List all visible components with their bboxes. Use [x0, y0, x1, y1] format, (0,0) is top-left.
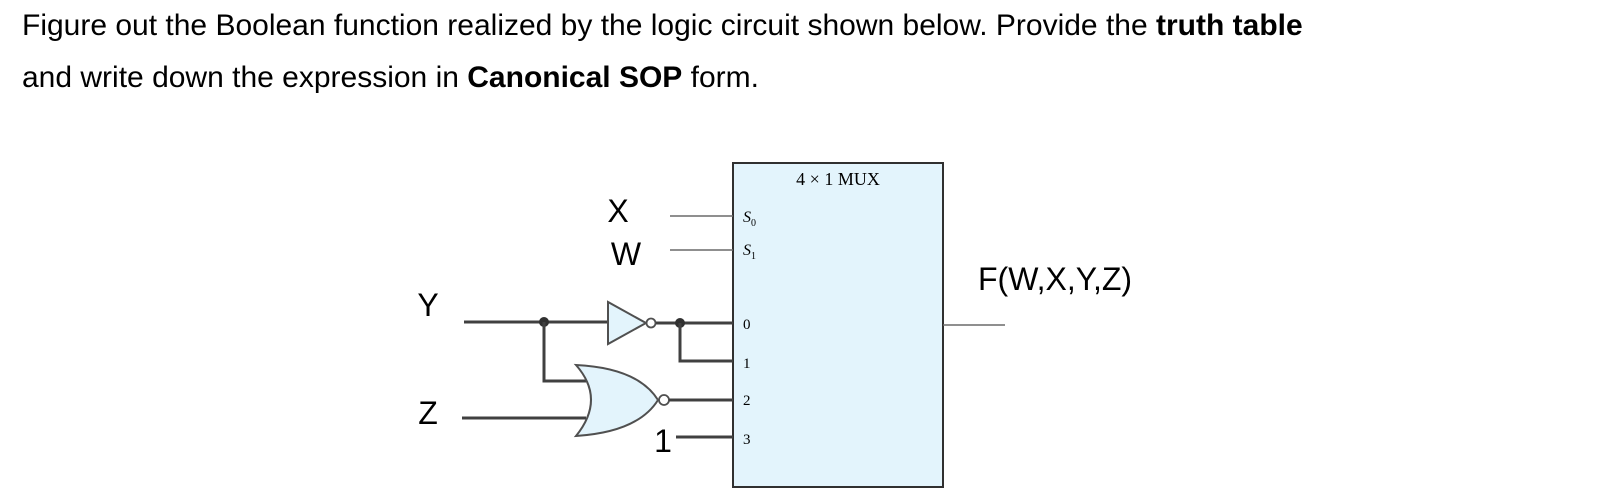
- canonical-sop-emphasis: Canonical SOP: [467, 61, 683, 94]
- select-s0-subscript: 0: [751, 218, 756, 229]
- select-s1-subscript: 1: [751, 251, 756, 262]
- not-gate: [607, 300, 649, 346]
- truth-table-emphasis: truth table: [1156, 9, 1303, 42]
- mux-box: [732, 162, 944, 488]
- signal-y-label: Y: [417, 287, 438, 323]
- mux-input-2-label: 2: [743, 393, 751, 409]
- question-line1-text: Figure out the Boolean function realized…: [22, 9, 1156, 42]
- select-s1-label: S1: [743, 242, 756, 262]
- select-s0-label: S0: [743, 209, 756, 229]
- mux-input-3-label: 3: [743, 432, 751, 448]
- select-s0-letter: S: [743, 209, 751, 226]
- signal-x-label: X: [607, 193, 628, 229]
- constant-one-label: 1: [654, 423, 672, 459]
- question-text: Figure out the Boolean function realized…: [22, 0, 1602, 104]
- output-function-label: F(W,X,Y,Z): [978, 261, 1132, 297]
- mux-title: 4 × 1 MUX: [796, 169, 880, 189]
- select-s1-letter: S: [743, 242, 751, 259]
- nor-gate-bubble: [658, 394, 670, 406]
- y-branch-to-nor: [542, 322, 586, 383]
- mux-input-1-label: 1: [743, 356, 751, 372]
- question-line2-end: form.: [682, 61, 759, 94]
- nor-gate: [573, 363, 660, 438]
- signal-z-label: Z: [418, 395, 438, 431]
- not-gate-bubble: [645, 317, 657, 329]
- signal-w-label: W: [611, 236, 642, 272]
- question-line2-text: and write down the expression in: [22, 61, 468, 94]
- mux-input-0-label: 0: [743, 317, 751, 333]
- not-output-to-input1-wire: [678, 323, 733, 363]
